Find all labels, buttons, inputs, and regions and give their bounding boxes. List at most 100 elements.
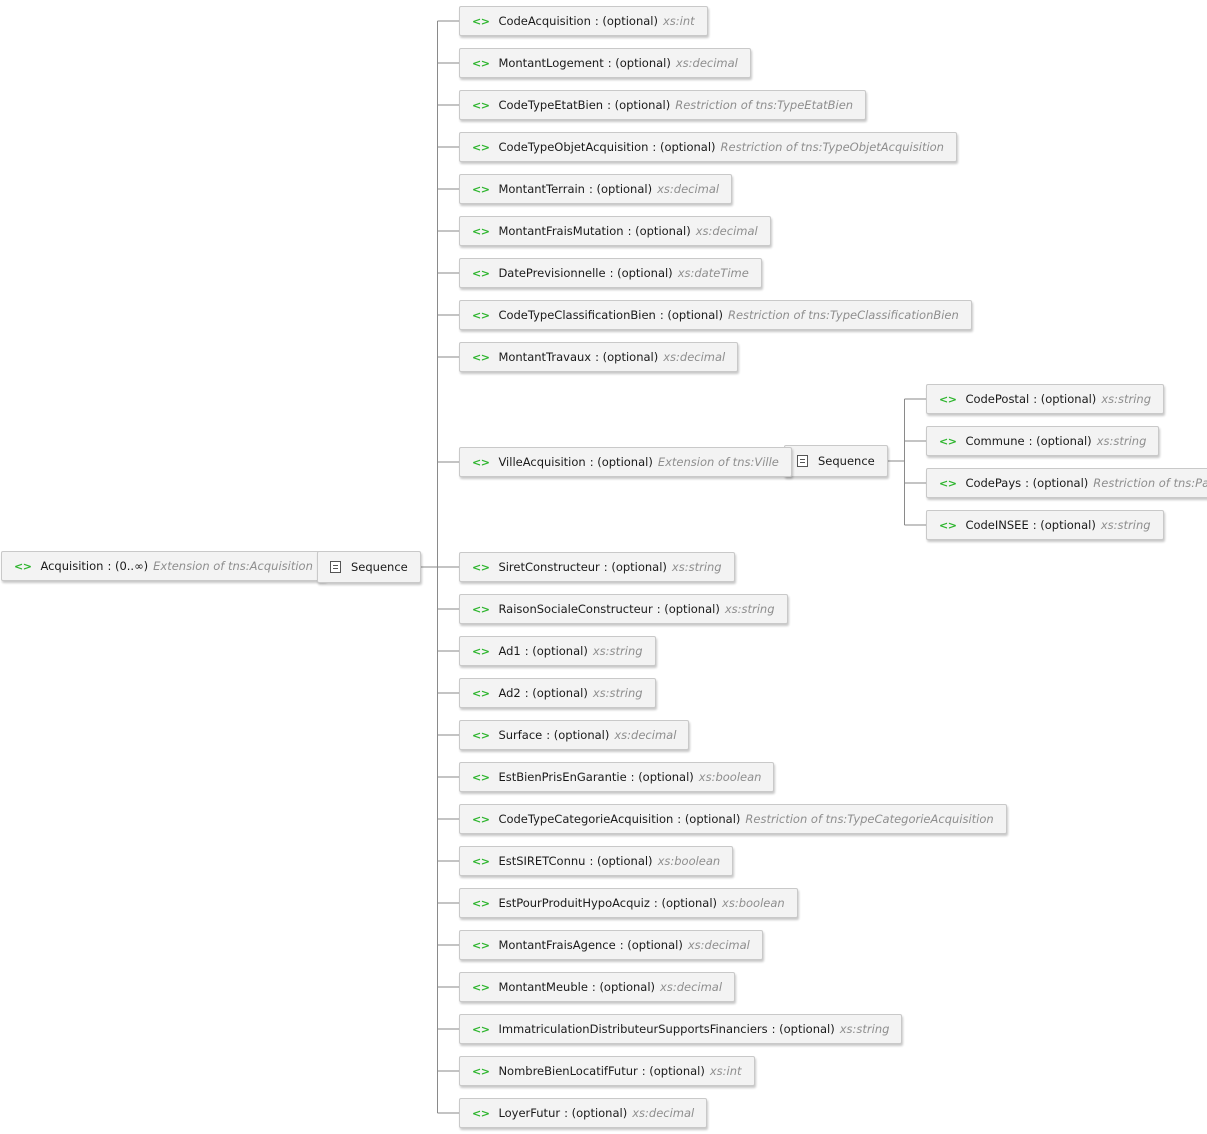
element-name: MontantFraisMutation <box>498 224 624 238</box>
element-type: xs:decimal <box>675 56 738 70</box>
element-code-type-objet-acquisition[interactable]: <>CodeTypeObjetAcquisition: (optional)Re… <box>459 132 957 162</box>
sequence-label: Sequence <box>818 454 875 468</box>
element-code-type-etat-bien[interactable]: <>CodeTypeEtatBien: (optional)Restrictio… <box>459 90 867 120</box>
element-icon: <> <box>939 518 957 532</box>
element-icon: <> <box>472 1064 490 1078</box>
element-icon: <> <box>472 1022 490 1036</box>
element-loyer-futur[interactable]: <>LoyerFutur: (optional)xs:decimal <box>459 1098 708 1128</box>
element-name: Ad2 <box>498 686 521 700</box>
element-icon: <> <box>472 854 490 868</box>
sequence-ville[interactable]: Sequence <box>784 445 888 477</box>
element-occurs: : (optional) <box>652 140 716 154</box>
element-icon: <> <box>472 728 490 742</box>
element-ad1[interactable]: <> Ad1: (optional) xs:string <box>459 636 656 666</box>
element-icon: <> <box>472 770 490 784</box>
element-type: xs:boolean <box>657 854 721 868</box>
element-type: xs:decimal <box>663 350 726 364</box>
element-type: xs:int <box>663 14 695 28</box>
element-type: xs:decimal <box>657 182 720 196</box>
element-siret-constructeur[interactable]: <>SiretConstructeur: (optional)xs:string <box>459 552 735 582</box>
element-name: CodeTypeCategorieAcquisition <box>498 812 674 826</box>
element-type: xs:decimal <box>632 1106 695 1120</box>
element-occurs: : (optional) <box>659 308 723 322</box>
element-surface[interactable]: <>Surface: (optional)xs:decimal <box>459 720 690 750</box>
element-code-postal[interactable]: <>CodePostal: (optional)xs:string <box>926 384 1164 414</box>
element-name: CodeTypeObjetAcquisition <box>498 140 649 154</box>
element-type: xs:string <box>1101 392 1151 406</box>
element-occurs: : (optional) <box>677 812 741 826</box>
element-code-type-categorie-acquisition[interactable]: <> CodeTypeCategorieAcquisition: (optiona… <box>459 804 1007 834</box>
element-icon: <> <box>472 224 490 238</box>
sequence-main[interactable]: Sequence <box>317 551 421 583</box>
element-occurs: : (0..∞) <box>107 559 149 573</box>
element-name: CodeTypeClassificationBien <box>498 308 656 322</box>
element-occurs: : (optional) <box>607 98 671 112</box>
element-immatriculation-distributeur-supports-financiers[interactable]: <>ImmatriculationDistributeurSupportsFin… <box>459 1014 903 1044</box>
element-type: Restriction of tns:TypeObjetAcquisition <box>720 140 944 154</box>
element-name: Ad1 <box>498 644 521 658</box>
element-name: RaisonSocialeConstructeur <box>498 602 653 616</box>
element-icon: <> <box>939 434 957 448</box>
element-occurs: : (optional) <box>1033 392 1097 406</box>
element-occurs: : (optional) <box>656 602 720 616</box>
element-name: EstSIRETConnu <box>498 854 586 868</box>
element-name: Surface <box>498 728 543 742</box>
element-ville-acquisition[interactable]: <>VilleAcquisition: (optional)Extension … <box>459 447 792 477</box>
element-est-pour-produit-hypo-acquiz[interactable]: <>EstPourProduitHypoAcquiz: (optional)xs… <box>459 888 798 918</box>
element-icon: <> <box>14 559 32 573</box>
element-montant-logement[interactable]: <>MontantLogement: (optional)xs:decimal <box>459 48 751 78</box>
element-occurs: : (optional) <box>524 644 588 658</box>
element-name: CodeTypeEtatBien <box>498 98 604 112</box>
element-est-bien-pris-en-garantie[interactable]: <>EstBienPrisEnGarantie: (optional)xs:bo… <box>459 762 775 792</box>
element-name: CodePostal <box>965 392 1030 406</box>
element-montant-terrain[interactable]: <>MontantTerrain: (optional)xs:decimal <box>459 174 733 204</box>
element-occurs: : (optional) <box>627 224 691 238</box>
element-occurs: : (optional) <box>619 938 683 952</box>
element-occurs: : (optional) <box>1032 518 1096 532</box>
element-occurs: : (optional) <box>524 686 588 700</box>
element-code-pays[interactable]: <>CodePays: (optional)Restriction of tns… <box>926 468 1207 498</box>
element-type: xs:string <box>724 602 775 616</box>
element-date-previsionnelle[interactable]: <>DatePrevisionnelle: (optional)xs:dateT… <box>459 258 762 288</box>
element-type: Restriction of tns:TypeClassificationBie… <box>727 308 959 322</box>
element-name: MontantFraisAgence <box>498 938 616 952</box>
element-name: CodeAcquisition <box>498 14 591 28</box>
element-commune[interactable]: <>Commune: (optional)xs:string <box>926 426 1160 456</box>
element-code-insee[interactable]: <>CodeINSEE: (optional)xs:string <box>926 510 1164 540</box>
element-name: EstBienPrisEnGarantie <box>498 770 627 784</box>
element-acquisition[interactable]: <> Acquisition : (0..∞) Extension of tns… <box>1 551 326 581</box>
element-ad2[interactable]: <>Ad2: (optional)xs:string <box>459 678 656 708</box>
element-name: MontantMeuble <box>498 980 588 994</box>
element-montant-frais-mutation[interactable]: <>MontantFraisMutation: (optional)xs:dec… <box>459 216 771 246</box>
element-montant-frais-agence[interactable]: <>MontantFraisAgence: (optional)xs:decim… <box>459 930 763 960</box>
element-name: MontantTerrain <box>498 182 585 196</box>
sequence-label: Sequence <box>351 560 408 574</box>
element-name: MontantTravaux <box>498 350 592 364</box>
element-nombre-bien-locatif-futur[interactable]: <>NombreBienLocatifFutur: (optional)xs:i… <box>459 1056 755 1086</box>
element-est-siretconnu[interactable]: <>EstSIRETConnu: (optional)xs:boolean <box>459 846 734 876</box>
sequence-icon <box>797 455 808 467</box>
element-name: LoyerFutur <box>498 1106 561 1120</box>
element-occurs: : (optional) <box>1028 434 1092 448</box>
element-type: xs:boolean <box>722 896 785 910</box>
element-raison-sociale-constructeur[interactable]: <>RaisonSocialeConstructeur: (optional)x… <box>459 594 788 624</box>
element-code-acquisition[interactable]: <>CodeAcquisition: (optional)xs:int <box>459 6 708 36</box>
element-icon: <> <box>472 560 490 574</box>
element-icon: <> <box>472 266 490 280</box>
element-code-type-classification-bien[interactable]: <>CodeTypeClassificationBien: (optional)… <box>459 300 972 330</box>
element-occurs: : (optional) <box>564 1106 628 1120</box>
element-type: xs:boolean <box>698 770 762 784</box>
element-icon: <> <box>472 644 490 658</box>
element-type: xs:string <box>592 686 643 700</box>
element-icon: <> <box>472 455 490 469</box>
element-montant-travaux[interactable]: <>MontantTravaux: (optional)xs:decimal <box>459 342 739 372</box>
element-icon: <> <box>472 812 490 826</box>
element-type: xs:string <box>592 644 643 658</box>
element-icon: <> <box>472 14 490 28</box>
sequence-icon <box>330 561 341 573</box>
element-icon: <> <box>472 56 490 70</box>
element-montant-meuble[interactable]: <>MontantMeuble: (optional)xs:decimal <box>459 972 736 1002</box>
element-name: CodeINSEE <box>965 518 1029 532</box>
